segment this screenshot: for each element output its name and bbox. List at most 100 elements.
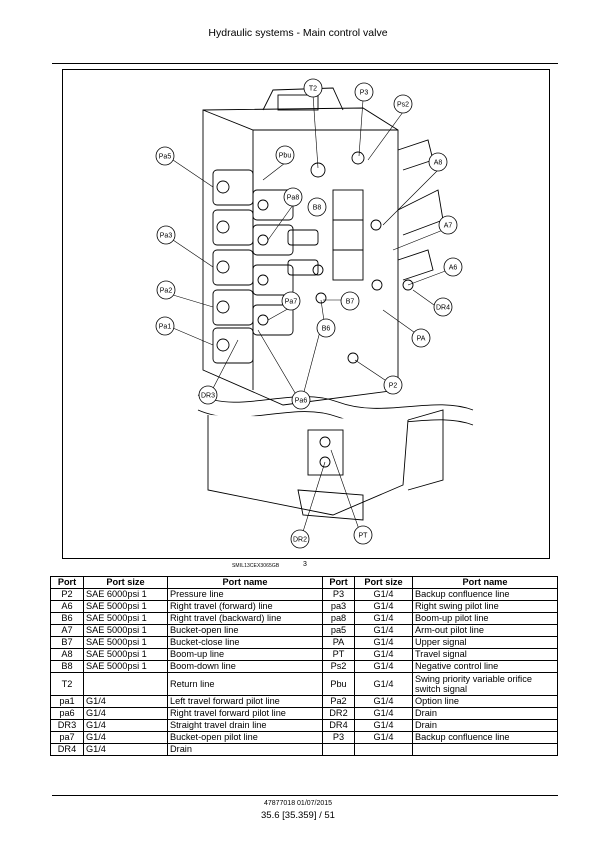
valve-illustration: T2P3Ps2Pa5PbuA8Pa8B8A7Pa3A6Pa2B7Pa7DR4Pa… (155, 78, 474, 549)
col-header-port-name-2: Port name (412, 576, 558, 589)
table-cell: DR4 (50, 743, 84, 756)
callout-Pa6 (291, 390, 311, 410)
table-cell: G1/4 (354, 600, 413, 613)
table-cell: PA (322, 636, 355, 649)
callout-label: Pa6 (295, 398, 308, 405)
callout-B7 (340, 291, 360, 311)
table-cell: G1/4 (83, 731, 168, 744)
callout-label: A6 (449, 265, 458, 272)
callout-label: Pa3 (160, 233, 173, 240)
table-cell: G1/4 (83, 707, 168, 720)
callout-label: DR2 (293, 537, 307, 544)
callout-Pa7 (281, 291, 301, 311)
callout-label: Pa7 (285, 299, 298, 306)
callout-label: PA (417, 336, 426, 343)
table-cell: Negative control line (412, 660, 558, 673)
footer-rule (52, 795, 558, 796)
table-cell: SAE 5000psi 1 (83, 612, 168, 625)
callout-label: B6 (322, 326, 331, 333)
callout-DR2 (290, 529, 310, 549)
table-cell: pa5 (322, 624, 355, 637)
table-cell: P2 (50, 588, 84, 601)
left-actuator-stack (212, 169, 319, 364)
table-cell: PT (322, 648, 355, 661)
table-cell: Arm-out pilot line (412, 624, 558, 637)
callout-label: PT (359, 533, 369, 540)
table-cell: Bucket-open pilot line (167, 731, 323, 744)
callout-label: T2 (309, 86, 317, 93)
table-cell: pa7 (50, 731, 84, 744)
table-cell: SAE 6000psi 1 (83, 588, 168, 601)
figure-caption-number: 3 (303, 561, 307, 568)
port-table: Port Port size Port name Port Port size … (50, 576, 558, 756)
table-cell: G1/4 (354, 731, 413, 744)
callout-label: DR3 (201, 393, 215, 400)
footer-doc-id: 47877018 01/07/2015 (263, 800, 333, 807)
table-cell: G1/4 (354, 707, 413, 720)
callout-label: A8 (434, 160, 443, 167)
callout-label: B8 (313, 205, 322, 212)
table-cell: DR4 (322, 719, 355, 732)
table-cell: B7 (50, 636, 84, 649)
callout-A7 (438, 215, 458, 235)
table-cell: Straight travel drain line (167, 719, 323, 732)
callout-label: Pa8 (287, 195, 300, 202)
table-cell: SAE 5000psi 1 (83, 648, 168, 661)
callout-label: P3 (360, 90, 369, 97)
table-cell: G1/4 (354, 636, 413, 649)
page-header-title: Hydraulic systems - Main control valve (208, 27, 388, 39)
callout-Ps2 (393, 94, 413, 114)
table-cell: Swing priority variable orifice switch s… (412, 672, 558, 696)
table-cell: Ps2 (322, 660, 355, 673)
table-cell: A8 (50, 648, 84, 661)
table-cell: A7 (50, 624, 84, 637)
callout-label: P2 (389, 383, 398, 390)
table-cell: pa3 (322, 600, 355, 613)
table-cell: Pbu (322, 672, 355, 696)
callout-DR3 (198, 385, 218, 405)
figure-caption-code: SMIL13CEX3065GB (232, 563, 280, 569)
table-cell: G1/4 (83, 743, 168, 756)
callout-A8 (428, 152, 448, 172)
table-cell: Backup confluence line (412, 731, 558, 744)
table-cell: SAE 5000psi 1 (83, 624, 168, 637)
callout-P2 (383, 375, 403, 395)
table-cell (412, 743, 558, 756)
table-cell: SAE 5000psi 1 (83, 660, 168, 673)
table-cell: G1/4 (354, 695, 413, 708)
callout-PA (411, 328, 431, 348)
table-cell: DR2 (322, 707, 355, 720)
table-cell: T2 (50, 672, 84, 696)
table-cell: Left travel forward pilot line (167, 695, 323, 708)
table-header-row: Port Port size Port name Port Port size … (50, 576, 558, 589)
table-cell: Drain (412, 707, 558, 720)
callout-label: Pa5 (159, 154, 172, 161)
table-cell: Return line (167, 672, 323, 696)
col-header-port: Port (50, 576, 84, 589)
table-cell: G1/4 (83, 719, 168, 732)
table-cell: DR3 (50, 719, 84, 732)
table-cell: Backup confluence line (412, 588, 558, 601)
table-cell: SAE 5000psi 1 (83, 600, 168, 613)
table-cell: G1/4 (354, 660, 413, 673)
callout-Pbu (275, 145, 295, 165)
callout-Pa1 (155, 316, 175, 336)
table-cell: G1/4 (354, 672, 413, 696)
table-cell: Right swing pilot line (412, 600, 558, 613)
table-cell: P3 (322, 588, 355, 601)
callout-Pa3 (156, 225, 176, 245)
col-header-port-name: Port name (167, 576, 323, 589)
callout-T2 (303, 78, 323, 98)
callout-DR4 (433, 297, 453, 317)
table-cell (83, 672, 168, 696)
table-cell: P3 (322, 731, 355, 744)
